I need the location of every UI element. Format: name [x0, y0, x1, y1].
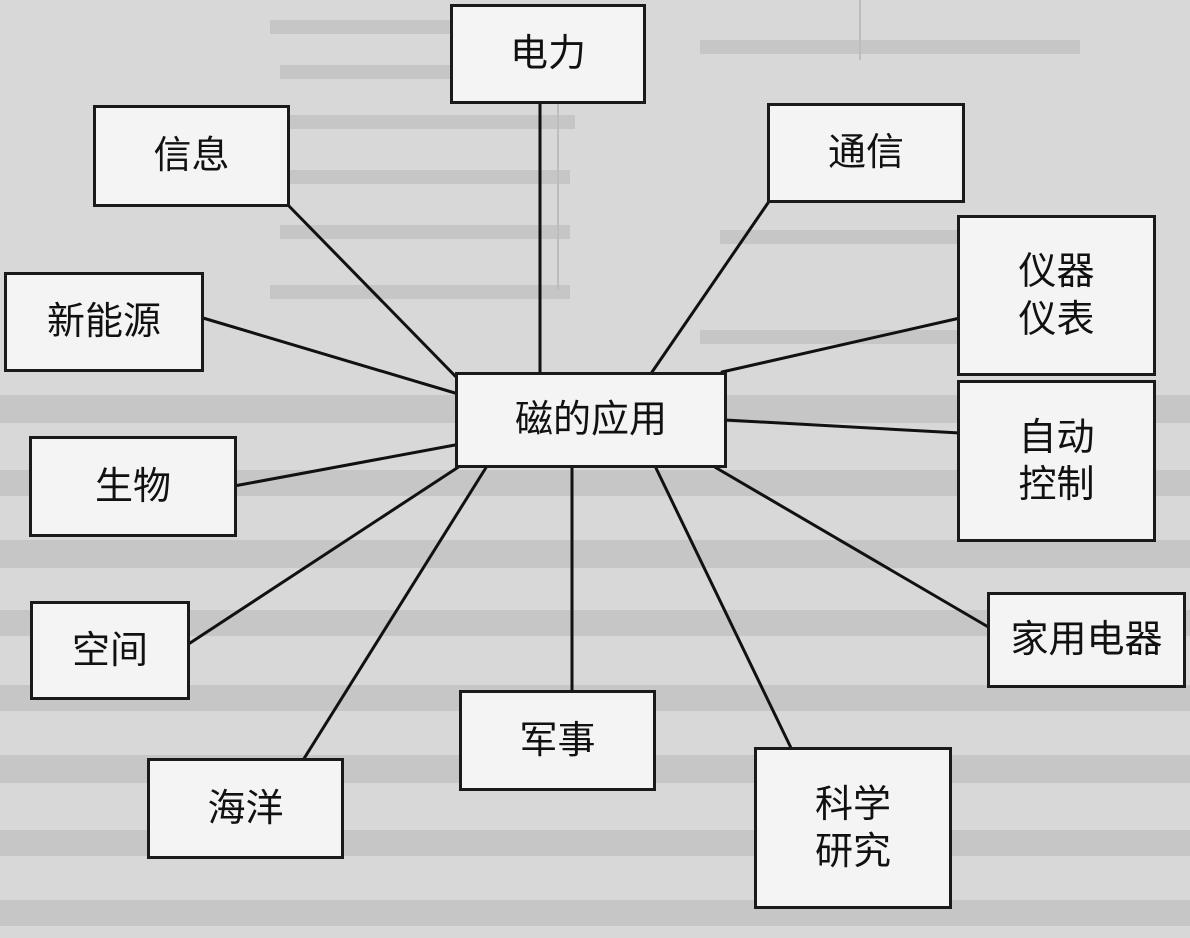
node-label: 海洋	[207, 785, 284, 830]
node-label: 自动 控制	[1018, 414, 1095, 507]
link-space	[185, 464, 462, 647]
node-info: 信息	[93, 105, 290, 207]
node-label: 通信	[827, 130, 904, 175]
node-power: 电力	[450, 4, 646, 104]
link-appliance	[711, 464, 992, 630]
node-comm: 通信	[767, 103, 965, 203]
node-label: 空间	[71, 627, 148, 672]
link-ocean	[298, 464, 489, 767]
link-bio	[232, 443, 457, 488]
link-info	[285, 202, 464, 385]
node-label: 信息	[153, 133, 230, 178]
node-label: 军事	[519, 717, 596, 762]
node-instrument: 仪器 仪表	[957, 215, 1156, 376]
node-bio: 生物	[29, 436, 237, 537]
link-energy	[201, 316, 457, 395]
node-label: 新能源	[46, 299, 161, 344]
link-auto	[723, 418, 962, 435]
center-node: 磁的应用	[455, 372, 727, 468]
node-ocean: 海洋	[147, 758, 344, 859]
node-space: 空间	[30, 601, 190, 700]
node-label: 科学 研究	[814, 781, 891, 874]
node-label: 仪器 仪表	[1018, 249, 1095, 341]
node-appliance: 家用电器	[987, 592, 1186, 688]
link-comm	[648, 198, 772, 377]
node-label: 生物	[94, 463, 171, 508]
node-military: 军事	[459, 690, 656, 791]
node-research: 科学 研究	[754, 747, 952, 909]
node-label: 家用电器	[1010, 617, 1163, 662]
link-research	[653, 464, 794, 752]
node-label: 电力	[509, 31, 586, 76]
link-instrument	[720, 316, 962, 374]
node-auto: 自动 控制	[957, 380, 1156, 542]
node-energy: 新能源	[4, 272, 204, 372]
center-label: 磁的应用	[514, 397, 667, 442]
